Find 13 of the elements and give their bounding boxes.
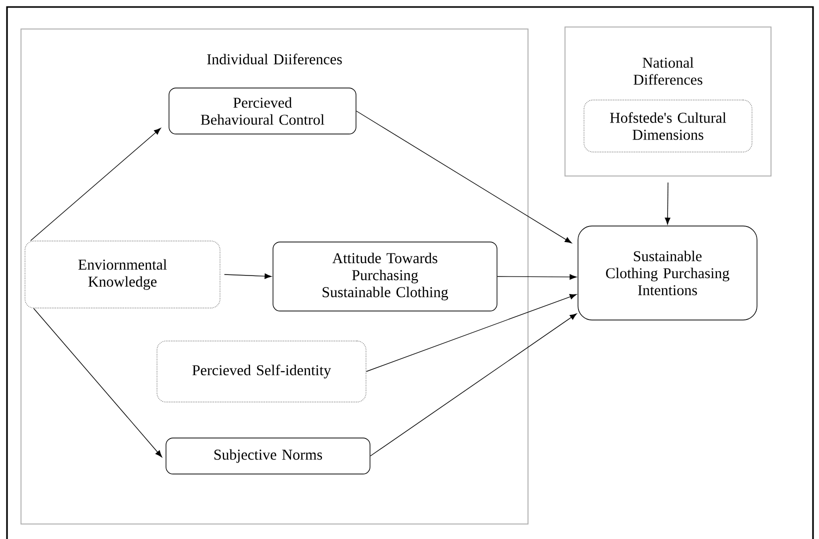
- dotted-box: Enviornmental Knowledge: [24, 240, 220, 308]
- dotted-box: Hofstede's Cultural Dimensions: [584, 100, 752, 152]
- process-box: Attitude Towards Purchasing Sustainable Clothing: [272, 242, 498, 312]
- arrow: [664, 182, 670, 225]
- process-box: Subjective Norms: [166, 438, 370, 474]
- arrow: [497, 274, 577, 280]
- arrow: [224, 273, 272, 279]
- arrow: [370, 313, 577, 456]
- process-box: Percieved Behavioural Control: [168, 88, 356, 134]
- arrow: [366, 294, 577, 372]
- arrow: [356, 110, 572, 244]
- dotted-box: Percieved Self-identity: [156, 340, 366, 402]
- outcome-box: Sustainable Clothing Purchasing Intentions: [578, 226, 758, 320]
